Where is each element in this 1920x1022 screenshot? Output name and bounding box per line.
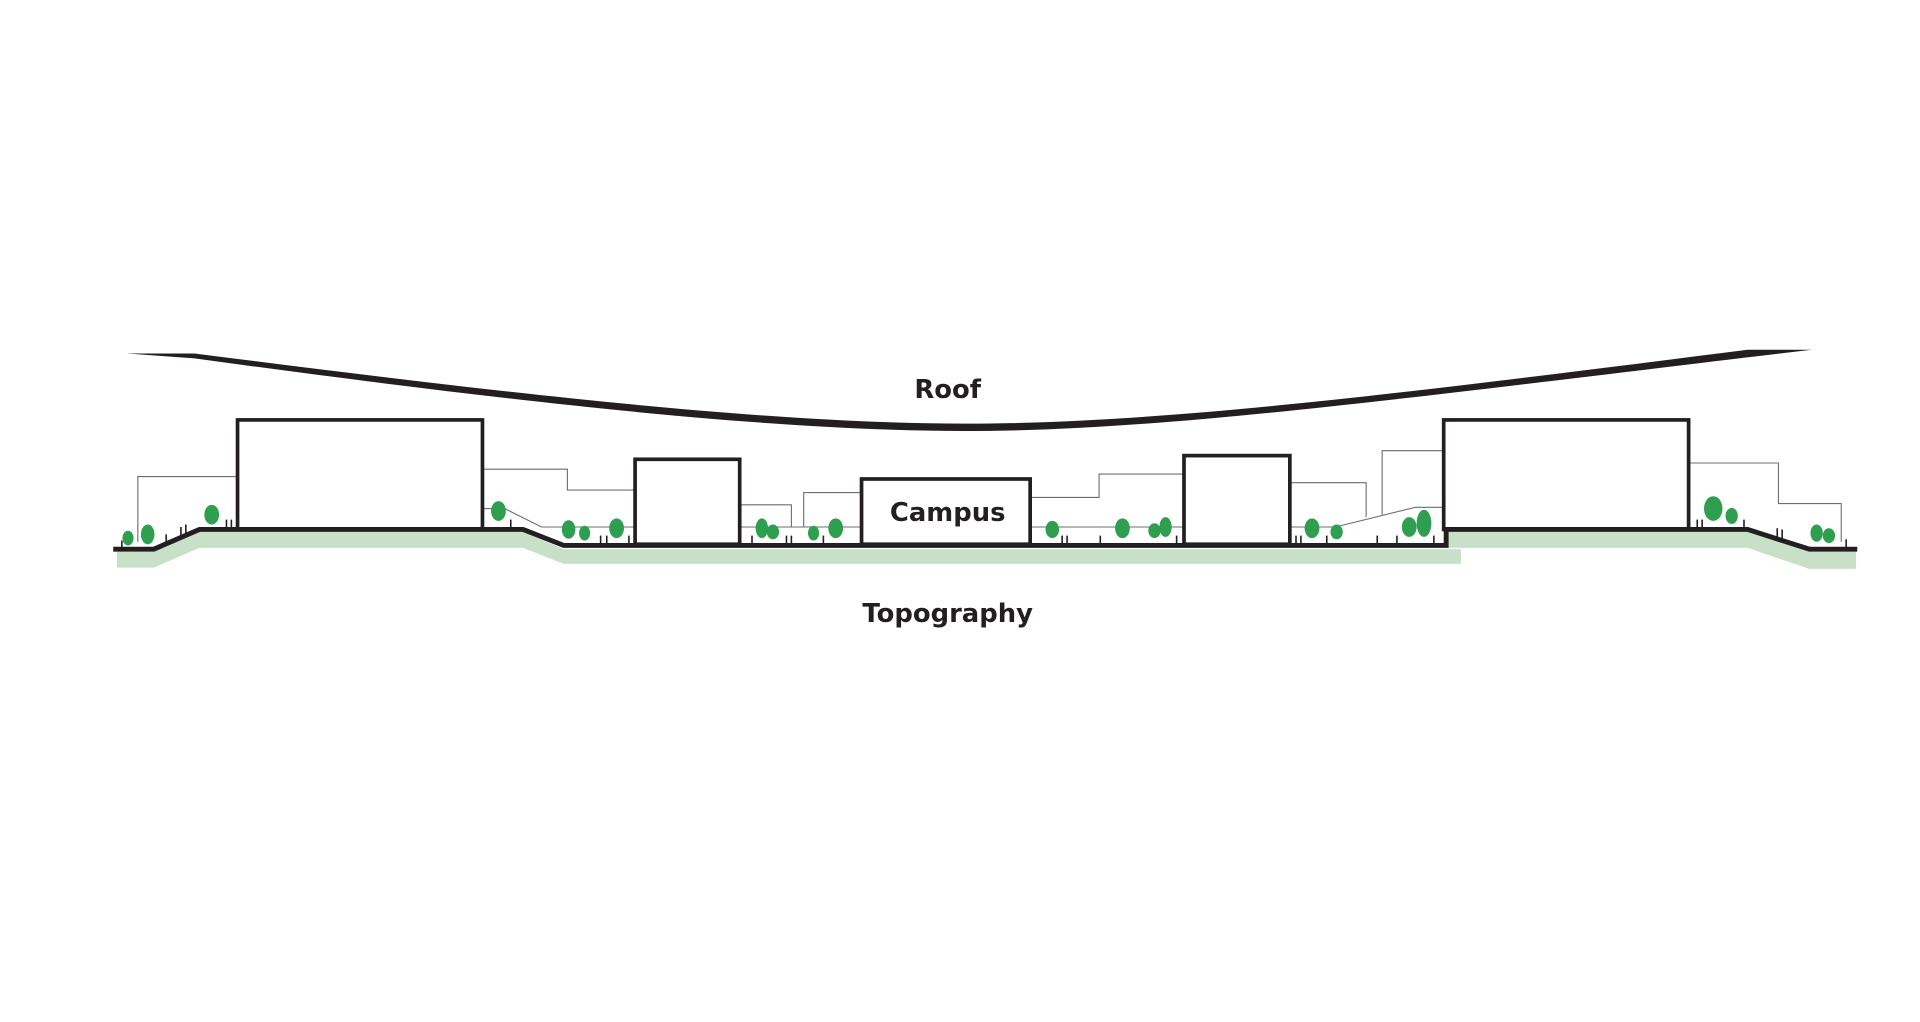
tree-icon (491, 501, 506, 521)
roof-shape (126, 349, 1812, 431)
tree-icon (122, 530, 134, 546)
tree-icon (1148, 523, 1161, 539)
building-4 (1182, 453, 1292, 547)
tree-icon (1304, 518, 1320, 539)
building-1 (235, 418, 485, 532)
tree-icon (1115, 518, 1130, 539)
tree-icon (609, 518, 624, 539)
campus-label: Campus (890, 498, 1006, 528)
tree-icon (1810, 524, 1823, 542)
ground-line (113, 527, 1858, 552)
tree-icon (828, 518, 844, 539)
tree-icon (755, 518, 768, 539)
tree-icon (1330, 524, 1343, 540)
tree-icon (1416, 509, 1432, 537)
tree-icon (1822, 528, 1836, 543)
topography-label: Topography (862, 599, 1033, 629)
tree-icon (808, 525, 820, 541)
tree-icon (1704, 496, 1723, 521)
tree-icon (766, 524, 780, 540)
roof-label: Roof (914, 375, 981, 405)
tree-icon (1725, 507, 1738, 524)
tree-icon (140, 524, 155, 545)
tree-icon (204, 504, 220, 525)
building-2 (633, 457, 742, 547)
building-5 (1441, 418, 1691, 532)
tree-icon (1401, 517, 1417, 537)
tree-icon (561, 520, 576, 539)
tree-icon (1159, 517, 1172, 537)
tree-icon (579, 525, 591, 541)
people (121, 519, 1847, 550)
tree-icon (1045, 520, 1060, 539)
trees (122, 496, 1836, 546)
topography-fill (116, 531, 1856, 569)
